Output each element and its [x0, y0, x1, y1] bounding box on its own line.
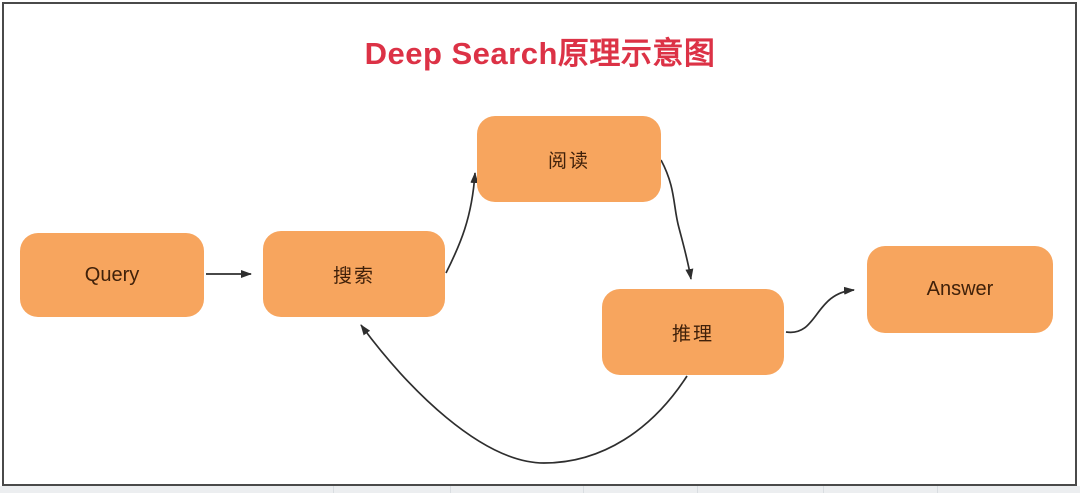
diagram-title: Deep Search原理示意图 — [364, 36, 716, 71]
grid-line — [333, 486, 334, 493]
node-answer: Answer — [867, 246, 1053, 333]
node-answer-label: Answer — [926, 278, 994, 300]
node-read: 阅读 — [477, 116, 661, 202]
node-reason-label: 推理 — [671, 323, 714, 345]
grid-line — [583, 486, 584, 493]
footer-strip — [0, 486, 1080, 493]
node-search-label: 搜索 — [332, 265, 375, 287]
node-reason: 推理 — [602, 289, 784, 375]
grid-line — [450, 486, 451, 493]
grid-line — [937, 486, 938, 493]
grid-line — [697, 486, 698, 493]
node-read-label: 阅读 — [547, 150, 590, 172]
node-search: 搜索 — [263, 231, 445, 317]
node-query-label: Query — [84, 263, 140, 286]
node-query: Query — [20, 233, 204, 317]
grid-line — [823, 486, 824, 493]
